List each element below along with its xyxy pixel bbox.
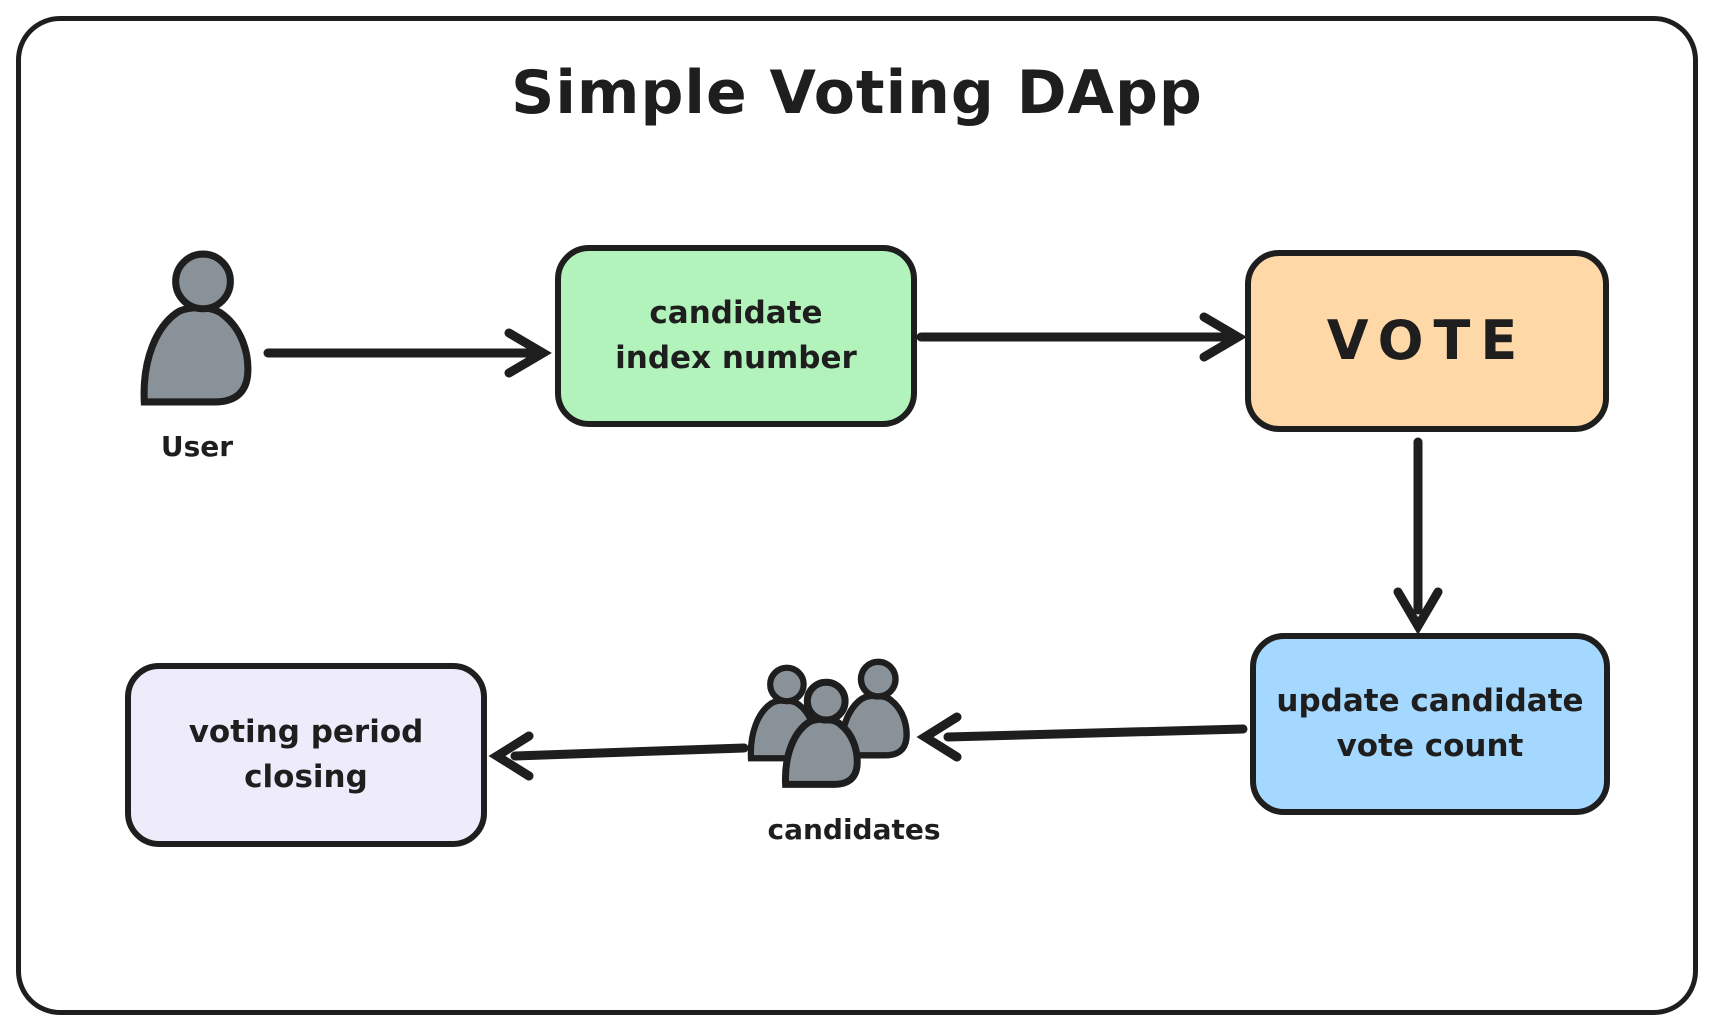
diagram-border — [16, 16, 1698, 1015]
voting-period-label: voting period closing — [188, 714, 424, 795]
candidates-group-icon — [746, 656, 922, 794]
update-count-label: update candidate vote count — [1276, 683, 1584, 764]
update-count-node: update candidate vote count — [1250, 633, 1610, 815]
candidate-index-label: candidate index number — [615, 295, 857, 376]
candidate-index-node: candidate index number — [555, 245, 917, 427]
user-person-icon — [140, 250, 252, 406]
candidates-label: candidates — [767, 813, 941, 846]
diagram-title: Simple Voting DApp — [511, 58, 1203, 128]
vote-node: VOTE — [1245, 250, 1609, 432]
vote-label: VOTE — [1326, 308, 1528, 372]
voting-period-node: voting period closing — [125, 663, 487, 847]
user-label: User — [160, 430, 234, 463]
